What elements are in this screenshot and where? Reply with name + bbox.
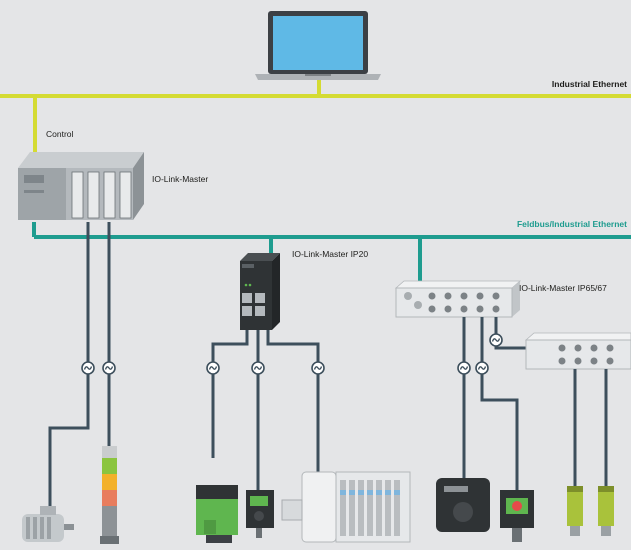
ip20-cables bbox=[211, 330, 320, 490]
sensor-icon bbox=[196, 485, 238, 543]
fieldbus-label: Feldbus/Industrial Ethernet bbox=[516, 219, 627, 229]
valve-terminal-icon bbox=[281, 471, 411, 543]
ip6567-cables bbox=[462, 317, 526, 490]
coupler-icon bbox=[475, 361, 489, 375]
sensor-icon bbox=[436, 478, 490, 532]
coupler-icon bbox=[311, 361, 325, 375]
laptop-icon bbox=[255, 11, 381, 80]
io-link-module-icon bbox=[524, 332, 631, 370]
plc-cables bbox=[48, 222, 111, 518]
control-label: Control bbox=[46, 129, 74, 139]
module-cables bbox=[573, 369, 608, 486]
signal-tower-icon bbox=[100, 446, 119, 544]
coupler-icon bbox=[81, 361, 95, 375]
sensor-icon bbox=[567, 486, 583, 536]
io-link-master-ip20-label: IO-Link-Master IP20 bbox=[292, 249, 369, 259]
coupler-icon bbox=[102, 361, 116, 375]
coupler-icon bbox=[489, 333, 503, 347]
io-link-master-ip6567-label: IO-Link-Master IP65/67 bbox=[519, 283, 607, 293]
plc-icon bbox=[18, 152, 144, 220]
sensor-icon bbox=[598, 486, 614, 536]
io-link-master-label: IO-Link-Master bbox=[152, 174, 209, 184]
sensor-icon bbox=[246, 490, 274, 538]
io-link-master-ip20-icon bbox=[240, 253, 280, 330]
industrial-ethernet-label: Industrial Ethernet bbox=[551, 79, 627, 89]
coupler-icon bbox=[251, 361, 265, 375]
fieldbus-bus bbox=[32, 222, 631, 285]
coupler-icon bbox=[457, 361, 471, 375]
industrial-ethernet-bus bbox=[0, 78, 631, 152]
io-link-master-ip6567-icon bbox=[394, 280, 522, 318]
coupler-icon bbox=[206, 361, 220, 375]
motor-icon bbox=[22, 506, 74, 542]
sensor-icon bbox=[500, 490, 534, 542]
